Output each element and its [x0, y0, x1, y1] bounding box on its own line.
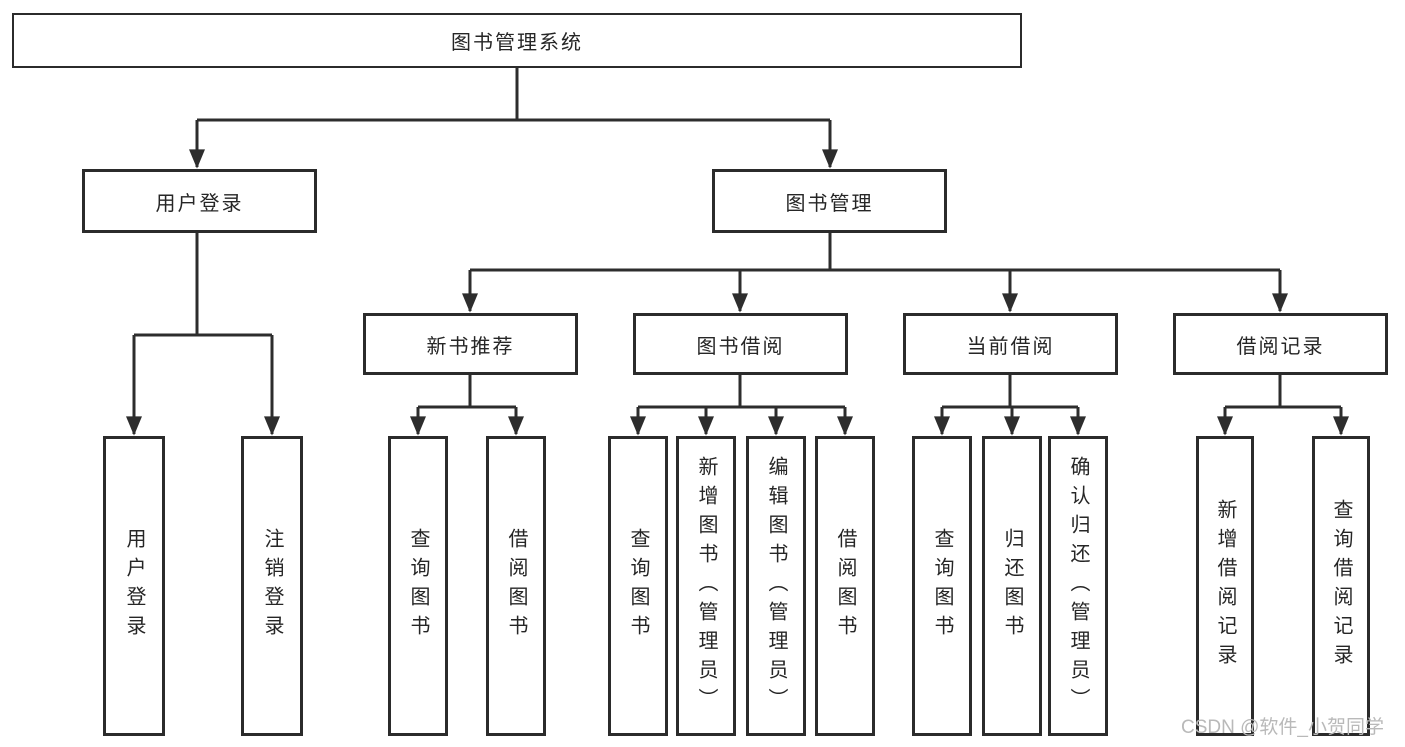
leaf-logout-label: 注销登录 [261, 528, 283, 644]
node-book-borrow: 图书借阅 [633, 313, 848, 375]
leaf-query-books-cu: 查询图书 [912, 436, 972, 736]
leaf-confirm-return-admin-label: 确认归还（管理员） [1067, 455, 1089, 717]
leaf-borrow-books-bw: 借阅图书 [815, 436, 875, 736]
node-book-management: 图书管理 [712, 169, 947, 233]
node-new-book-recommend: 新书推荐 [363, 313, 578, 375]
node-new-book-recommend-label: 新书推荐 [426, 335, 515, 358]
leaf-edit-books-admin: 编辑图书（管理员） [746, 436, 806, 736]
node-current-borrow-label: 当前借阅 [966, 335, 1055, 358]
leaf-return-books: 归还图书 [982, 436, 1042, 736]
csdn-watermark: CSDN @软件_小贺同学 [1181, 717, 1384, 738]
leaf-return-books-label: 归还图书 [1001, 528, 1023, 644]
leaf-edit-books-admin-label: 编辑图书（管理员） [765, 455, 787, 717]
leaf-query-books-bw-label: 查询图书 [627, 528, 649, 644]
leaf-borrow-books-bw-label: 借阅图书 [834, 528, 856, 644]
node-root-label: 图书管理系统 [451, 32, 583, 54]
node-user-login-label: 用户登录 [155, 192, 244, 215]
node-book-management-label: 图书管理 [785, 192, 874, 215]
leaf-logout: 注销登录 [241, 436, 303, 736]
leaf-query-books-nb-label: 查询图书 [407, 528, 429, 644]
node-user-login: 用户登录 [82, 169, 317, 233]
node-book-borrow-label: 图书借阅 [696, 335, 785, 358]
leaf-user-login: 用户登录 [103, 436, 165, 736]
leaf-add-borrow-record-label: 新增借阅记录 [1214, 499, 1236, 673]
node-current-borrow: 当前借阅 [903, 313, 1118, 375]
leaf-borrow-books-nb: 借阅图书 [486, 436, 546, 736]
leaf-add-borrow-record: 新增借阅记录 [1196, 436, 1254, 736]
node-root: 图书管理系统 [12, 13, 1022, 68]
leaf-add-books-admin: 新增图书（管理员） [676, 436, 736, 736]
leaf-user-login-label: 用户登录 [123, 528, 145, 644]
node-borrow-records-label: 借阅记录 [1236, 335, 1325, 358]
leaf-query-borrow-record: 查询借阅记录 [1312, 436, 1370, 736]
leaf-query-borrow-record-label: 查询借阅记录 [1330, 499, 1352, 673]
leaf-confirm-return-admin: 确认归还（管理员） [1048, 436, 1108, 736]
leaf-query-books-cu-label: 查询图书 [931, 528, 953, 644]
leaf-add-books-admin-label: 新增图书（管理员） [695, 455, 717, 717]
leaf-query-books-nb: 查询图书 [388, 436, 448, 736]
leaf-borrow-books-nb-label: 借阅图书 [505, 528, 527, 644]
leaf-query-books-bw: 查询图书 [608, 436, 668, 736]
node-borrow-records: 借阅记录 [1173, 313, 1388, 375]
